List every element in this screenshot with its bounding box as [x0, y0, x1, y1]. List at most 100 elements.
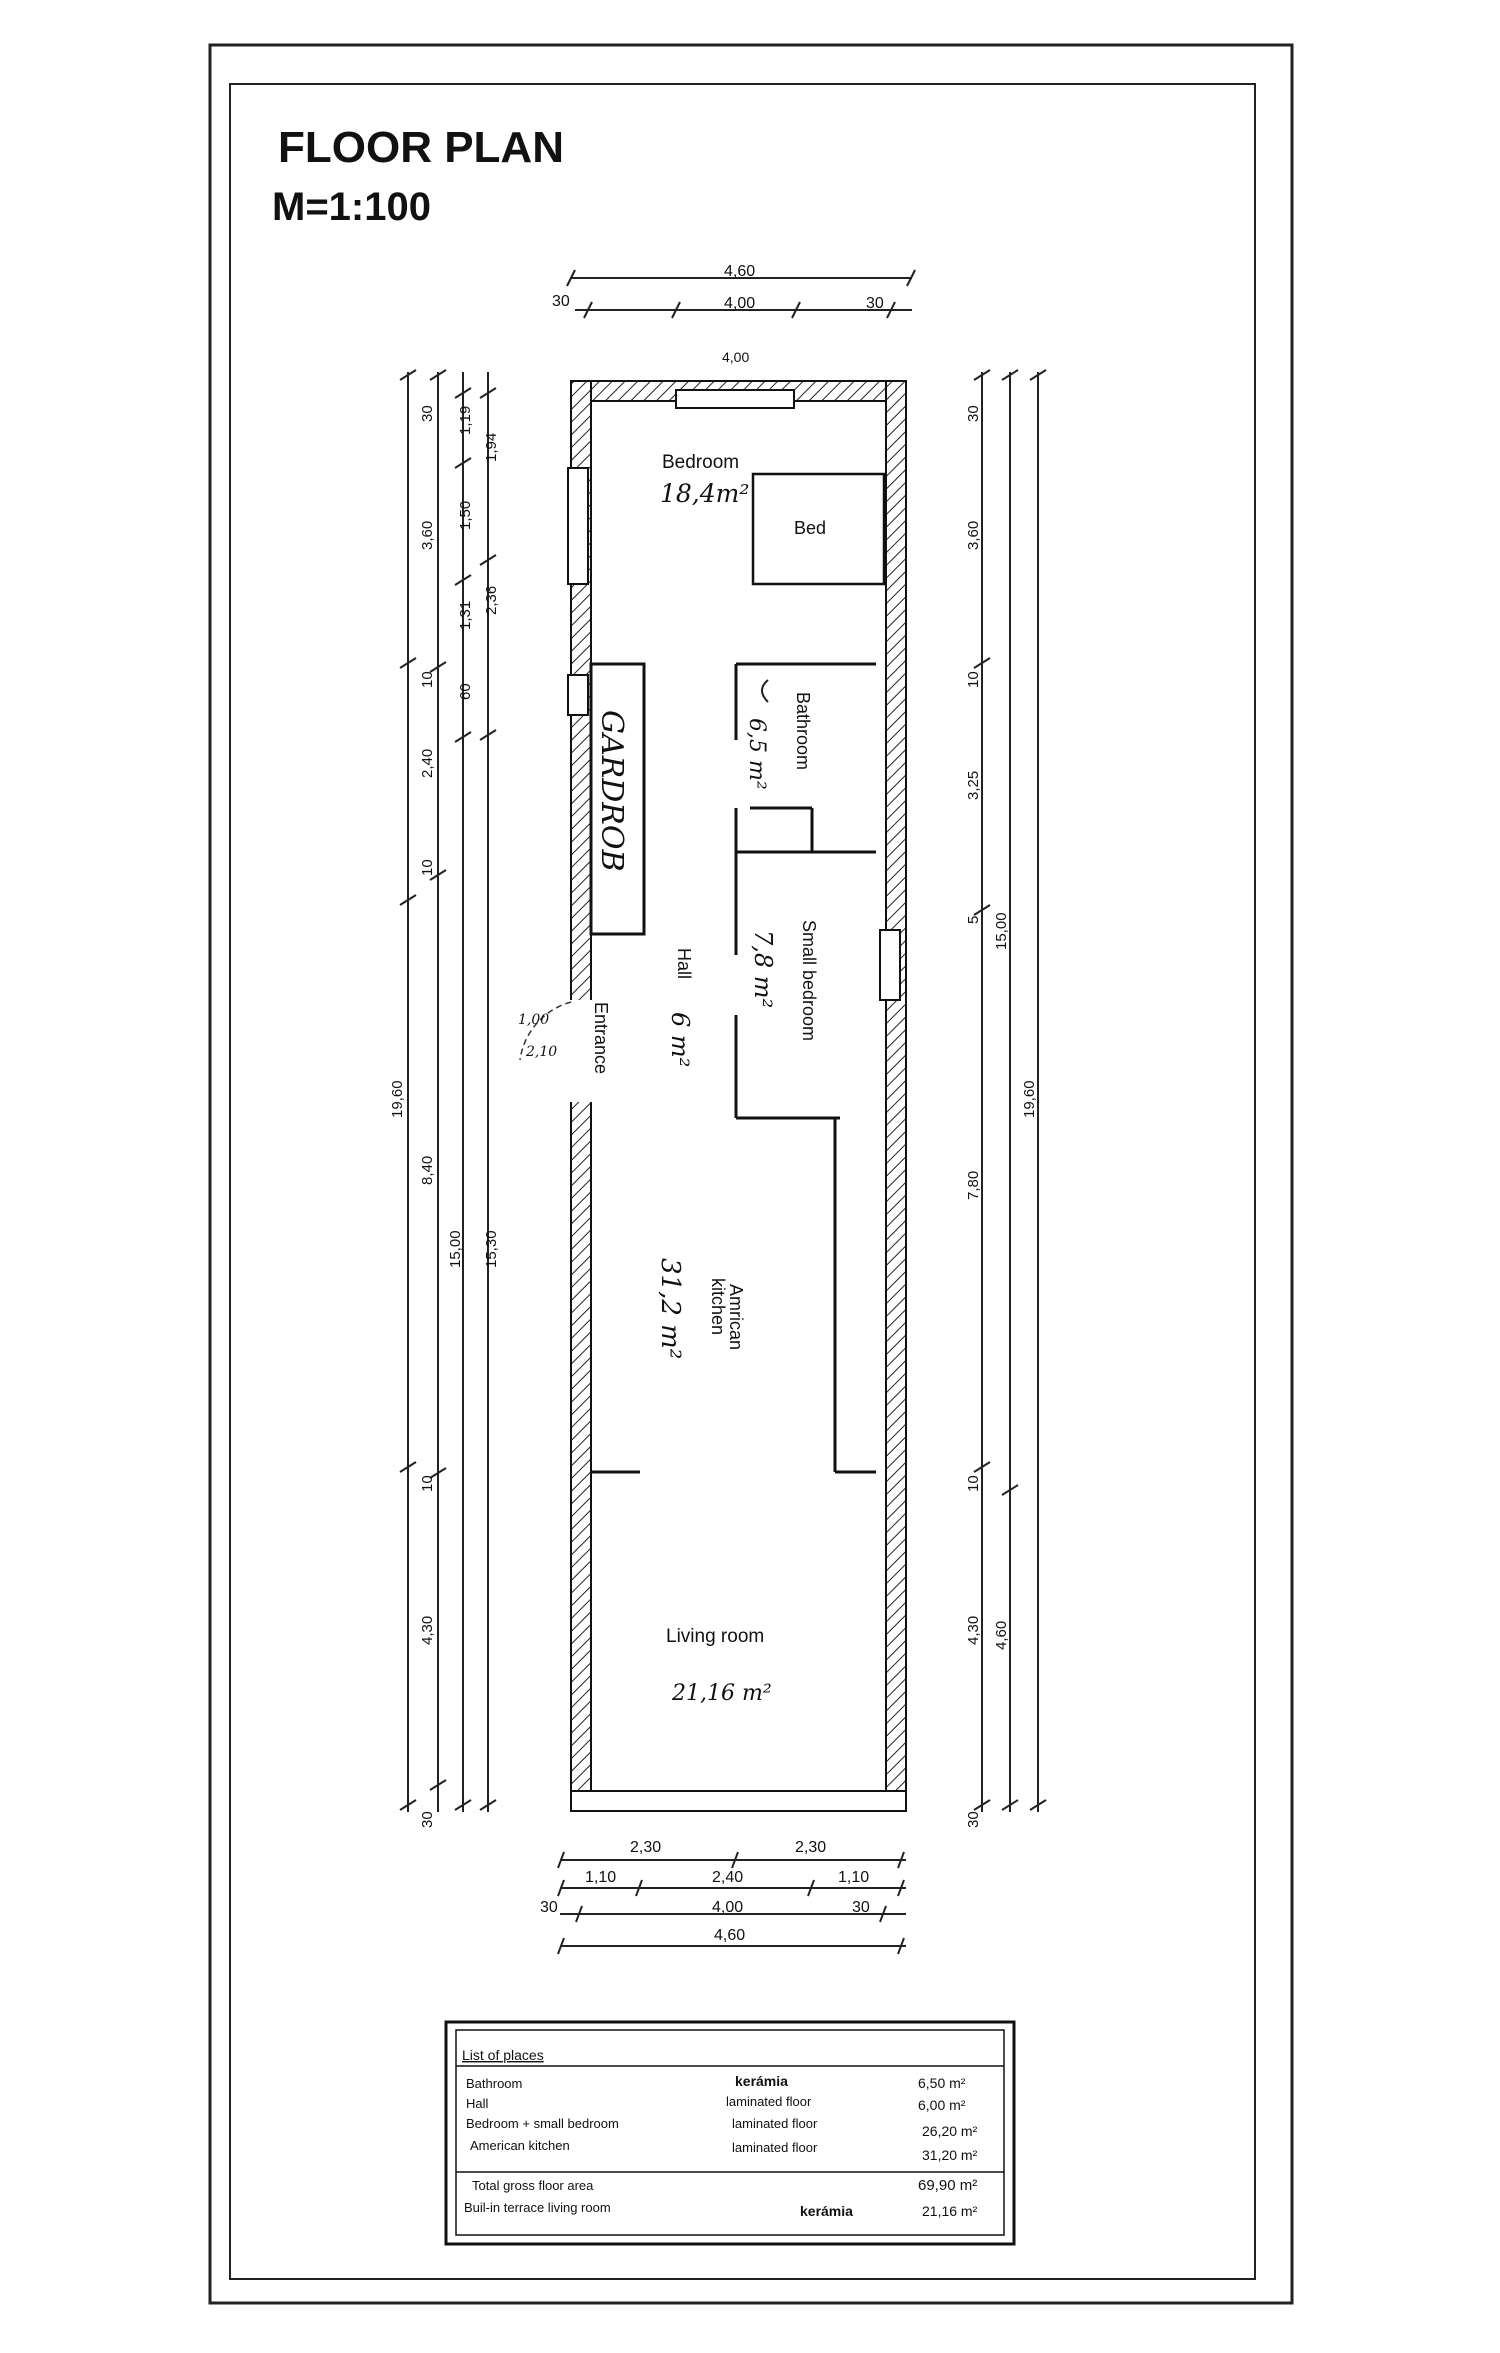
page-title: FLOOR PLAN — [278, 123, 564, 172]
wall-right — [885, 380, 907, 1812]
scale-label: M=1:100 — [272, 185, 431, 229]
dim-left-b-2: 1,50 — [457, 501, 474, 530]
row-bedrooms-place: Bedroom + small bedroom — [466, 2116, 619, 2131]
dim-left-total-outer: 19,60 — [389, 1080, 406, 1118]
places-table — [444, 2020, 1016, 2246]
dim-left-a-6: 8,40 — [419, 1156, 436, 1185]
dim-right-a-2: 3,60 — [965, 521, 982, 550]
entrance-door-opening — [566, 1000, 596, 1102]
total-area-label: Total gross floor area — [472, 2178, 594, 2193]
dim-bottom-r2-left: 1,10 — [585, 1869, 616, 1886]
dim-right-total: 19,60 — [1021, 1080, 1038, 1118]
dim-bottom-r4: 4,60 — [714, 1927, 745, 1944]
row-bedrooms-floor: laminated floor — [732, 2116, 818, 2131]
dim-top-inner: 4,00 — [724, 295, 755, 312]
dim-bottom-r1-left: 2,30 — [630, 1839, 661, 1856]
small-bedroom-area: 7,8 m² — [749, 930, 777, 1008]
dim-right-a-3: 10 — [965, 671, 982, 688]
dim-left-a-2: 3,60 — [419, 521, 436, 550]
wardrobe-label: GARDROB — [594, 710, 629, 872]
dim-left-a-1: 30 — [419, 405, 436, 422]
top-window — [675, 389, 795, 409]
dim-right-a-5: 5 — [965, 916, 982, 924]
bathroom-area: 6,5 m² — [744, 718, 769, 790]
row-hall-place: Hall — [466, 2096, 489, 2111]
bedroom-name: Bedroom — [662, 452, 739, 473]
dim-right-a-7: 10 — [965, 1475, 982, 1492]
wardrobe-unit — [589, 662, 646, 936]
dim-bottom-r1-right: 2,30 — [795, 1839, 826, 1856]
dim-bottom-r3-right: 30 — [852, 1899, 870, 1916]
kitchen-name-line2: kitchen — [708, 1278, 728, 1335]
row-hall-floor: laminated floor — [726, 2094, 812, 2109]
dim-bottom-r2-mid: 2,40 — [712, 1869, 743, 1886]
row-hall-area: 6,00 m² — [918, 2097, 966, 2113]
hall-name: Hall — [674, 948, 694, 979]
places-table-title: List of places — [462, 2047, 544, 2063]
dim-left-c-2: 2,36 — [483, 586, 500, 615]
plan-walls — [519, 380, 907, 1812]
dim-bottom-r2-right: 1,10 — [838, 1869, 869, 1886]
row-bathroom-place: Bathroom — [466, 2076, 522, 2091]
bed-label: Bed — [794, 518, 826, 538]
small-bedroom-name: Small bedroom — [799, 920, 819, 1041]
left-dimension-lines — [399, 369, 497, 1812]
toilet-icon — [761, 679, 769, 703]
bed — [751, 472, 886, 586]
row-kitchen-area: 31,20 m² — [922, 2147, 978, 2163]
dim-right-a-8: 4,30 — [965, 1616, 982, 1645]
bottom-dimensions — [557, 1851, 906, 1955]
wardrobe-window — [567, 674, 589, 716]
dim-left-b-3: 1,31 — [457, 601, 474, 630]
dim-right-b-2: 4,60 — [993, 1621, 1010, 1650]
bedroom-area: 18,4m² — [660, 479, 749, 508]
top-dimensions — [566, 269, 916, 319]
right-dimension-lines — [973, 369, 1047, 1812]
terrace-label: Buil-in terrace living room — [464, 2200, 611, 2215]
dim-left-b-1: 1,19 — [457, 406, 474, 435]
row-bedrooms-area: 26,20 m² — [922, 2123, 978, 2139]
terrace-floor: kerámia — [800, 2203, 853, 2219]
dim-left-b-4: 60 — [457, 683, 474, 700]
row-kitchen-floor: laminated floor — [732, 2140, 818, 2155]
row-bathroom-floor: kerámia — [735, 2073, 788, 2089]
dim-right-a-6: 7,80 — [965, 1171, 982, 1200]
living-room-area: 21,16 m² — [671, 1681, 772, 1706]
dim-top-opening: 4,00 — [722, 349, 749, 365]
hall-area: 6 m² — [666, 1012, 694, 1067]
dim-top-wall-left: 30 — [552, 293, 570, 310]
door-width: 1,00 — [518, 1012, 549, 1028]
interior-partitions — [589, 662, 876, 1474]
dim-left-a-7: 10 — [419, 1475, 436, 1492]
dim-top-overall: 4,60 — [724, 263, 755, 280]
dim-left-total-mid: 15,00 — [447, 1230, 464, 1268]
dim-bottom-r3-left: 30 — [540, 1899, 558, 1916]
dim-left-a-5: 10 — [419, 859, 436, 876]
dim-right-b-1: 15,00 — [993, 912, 1010, 950]
dim-left-c-1: 1,94 — [483, 433, 500, 462]
entrance-door-swing — [519, 1001, 572, 1061]
row-bathroom-area: 6,50 m² — [918, 2075, 966, 2091]
dim-top-wall-right: 30 — [866, 295, 884, 312]
sheet-outer-frame — [208, 43, 1294, 2305]
dim-right-a-4: 3,25 — [965, 771, 982, 800]
dim-right-a-9: 30 — [965, 1811, 982, 1828]
bedroom-window — [567, 467, 589, 585]
dim-left-a-9: 30 — [419, 1811, 436, 1828]
kitchen-name-line1: Amrican — [726, 1284, 746, 1350]
bathroom-name: Bathroom — [793, 692, 813, 770]
row-kitchen-place: American kitchen — [470, 2138, 570, 2153]
dim-left-a-3: 10 — [419, 671, 436, 688]
dim-left-a-4: 2,40 — [419, 749, 436, 778]
kitchen-area: 31,2 m² — [655, 1258, 685, 1359]
total-area-value: 69,90 m² — [918, 2177, 977, 2194]
dim-right-a-1: 30 — [965, 405, 982, 422]
door-height: 2,10 — [525, 1044, 557, 1060]
dim-left-total-inner: 15,30 — [483, 1230, 500, 1268]
small-bedroom-window — [879, 929, 901, 1001]
wall-bottom — [570, 1790, 907, 1812]
entrance-label: Entrance — [591, 1002, 611, 1074]
dim-left-a-8: 4,30 — [419, 1616, 436, 1645]
